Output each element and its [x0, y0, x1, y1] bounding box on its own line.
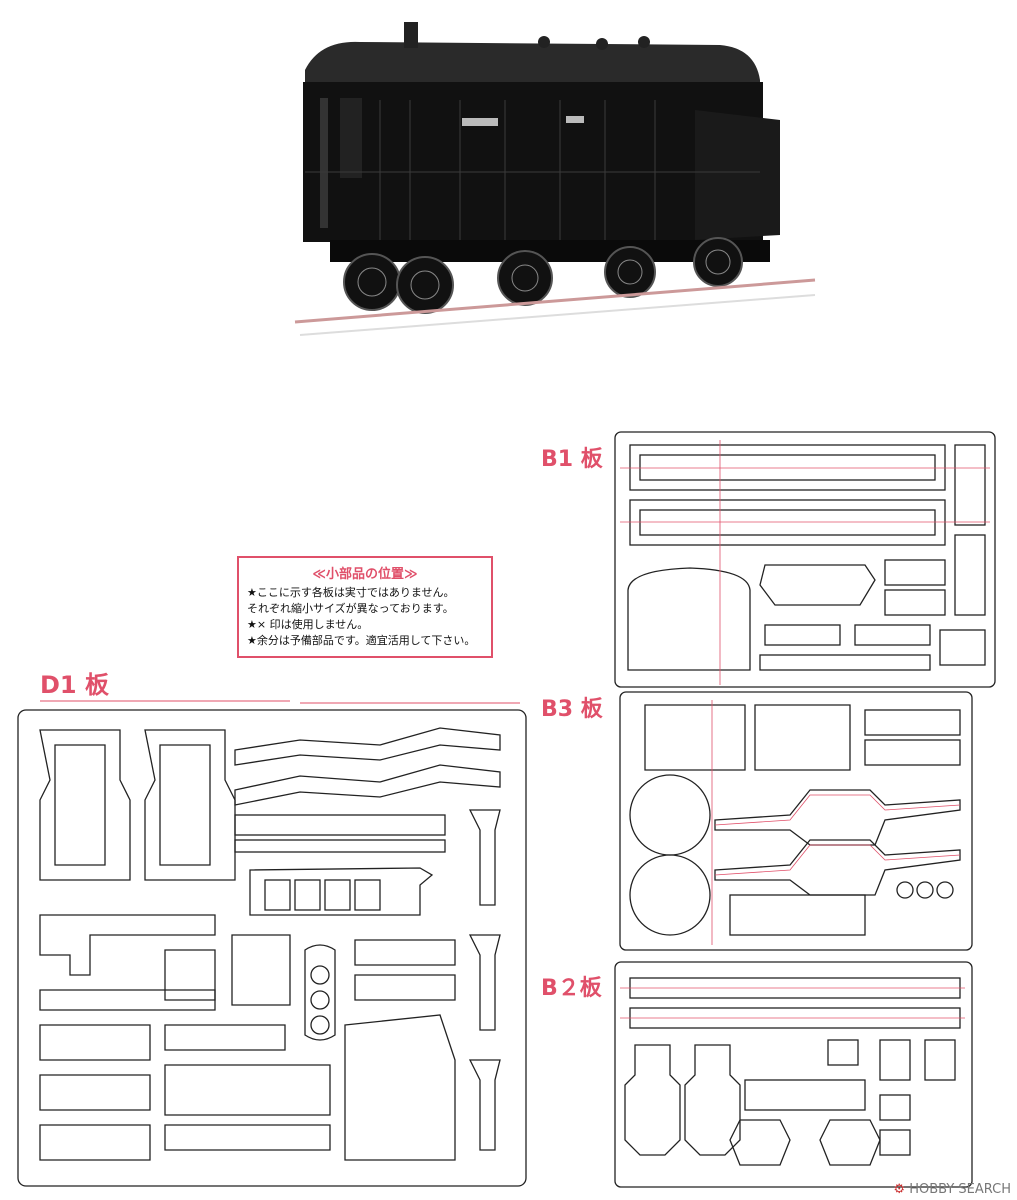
locomotive-photo	[294, 22, 816, 336]
plate-label-b3: B3 板	[541, 697, 603, 722]
watermark-logo-icon: ⚙	[893, 1182, 906, 1197]
plate-label-b2: B２板	[541, 976, 602, 1001]
plate-b2	[614, 961, 973, 1188]
plate-label-b1: B1 板	[541, 447, 603, 472]
plate-b3	[619, 691, 973, 951]
notice-list: ★ここに示す各板は実寸ではありません。 それぞれ縮小サイズが異なっております。 …	[239, 585, 491, 649]
notice-line: ★余分は予備部品です。適宜活用して下さい。	[247, 634, 476, 647]
notice-box: ≪小部品の位置≫ ★ここに示す各板は実寸ではありません。 それぞれ縮小サイズが異…	[237, 556, 493, 658]
notice-line: ★ここに示す各板は実寸ではありません。	[247, 586, 455, 599]
plate-label-d1: D1 板	[40, 671, 109, 699]
notice-title: ≪小部品の位置≫	[312, 567, 418, 582]
notice-line: それぞれ縮小サイズが異なっております。	[247, 602, 454, 615]
notice-line: ★× 印は使用しません。	[247, 618, 369, 631]
watermark-text: HOBBY SEARCH	[909, 1182, 1011, 1197]
plate-d1	[17, 700, 527, 1187]
watermark: ⚙ HOBBY SEARCH	[893, 1182, 1011, 1197]
plate-b1	[614, 431, 996, 688]
